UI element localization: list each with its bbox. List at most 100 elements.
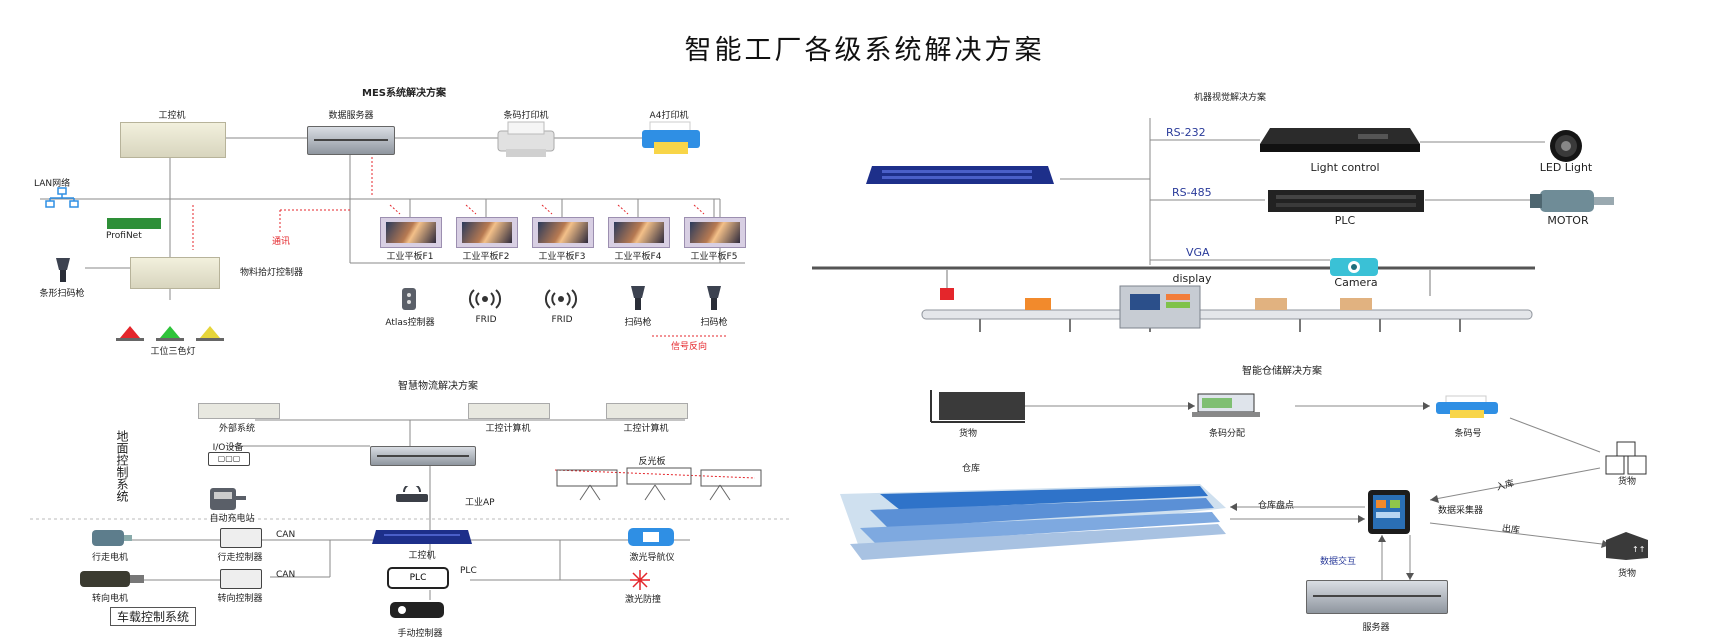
rs485-label: RS-485 (1172, 186, 1212, 199)
tablet-f3-label: 工业平板F3 (538, 252, 586, 262)
server-label: 服务器 (1362, 623, 1390, 633)
mes-a4-printer-label: A4打印机 (649, 111, 689, 121)
barcode-scanner-icon (56, 258, 70, 282)
drive-controller-icon (220, 528, 262, 548)
laser-guard-label: 激光防撞 (624, 595, 662, 605)
charging-label: 自动充电站 (209, 514, 255, 524)
tablet-f2-label: 工业平板F2 (462, 252, 510, 262)
turn-motor-label: 转向电机 (91, 594, 129, 604)
wifi-ap-icon (396, 486, 428, 502)
a4-printer-icon (642, 121, 700, 154)
signal-feedback-label: 信号反向 (670, 342, 708, 352)
can-label-2: CAN (276, 570, 296, 580)
barcode-assign-label: 条码分配 (1208, 429, 1246, 439)
vision-controller-icon (866, 166, 1054, 184)
charging-station-icon (210, 488, 246, 510)
tablet-f5-icon (684, 217, 746, 248)
tablet-f5-label: 工业平板F5 (690, 252, 738, 262)
display-label: display (1172, 272, 1212, 285)
manual-controller-icon (390, 602, 444, 618)
plc-icon (1268, 190, 1424, 212)
tablet-f2-icon (456, 217, 518, 248)
external-system-label: 外部系统 (218, 424, 256, 434)
inventory-label: 仓库盘点 (1258, 501, 1295, 511)
profinet-logo (107, 218, 161, 229)
profinet-label: ProfiNet (106, 231, 142, 241)
ipc-2-label: 工控计算机 (623, 424, 669, 434)
scanner-label-f4: 扫码枪 (624, 318, 652, 328)
laser-nav-label: 激光导航仪 (629, 553, 675, 563)
reflector-board-icon (556, 467, 762, 487)
warehouse-shelves-icon (840, 484, 1226, 560)
tablet-f4-icon (608, 217, 670, 248)
ipc-2-icon (606, 403, 688, 419)
light-control-label: Light control (1310, 161, 1380, 174)
center-server-icon (370, 446, 476, 466)
label-printer-icon (1436, 395, 1498, 418)
vision-title: 机器视觉解决方案 (1193, 93, 1267, 103)
vehicle-control-label: 车载控制系统 (110, 607, 197, 626)
collector-label: 数据采集器 (1438, 506, 1484, 516)
ipc-1-label: 工控计算机 (485, 424, 531, 434)
laser-guard-icon (630, 570, 650, 590)
vga-label: VGA (1186, 246, 1210, 259)
turn-motor-icon (80, 571, 144, 587)
ipc-1-icon (468, 403, 550, 419)
mes-data-server-label: 数据服务器 (328, 111, 374, 121)
laser-nav-icon (628, 528, 674, 546)
turn-controller-icon (220, 569, 262, 589)
atlas-label: Atlas控制器 (385, 318, 435, 328)
industrial-pc-icon (120, 122, 226, 158)
plc-label: PLC (460, 566, 477, 576)
goods-cart-icon (930, 390, 1025, 423)
logistics-title: 智慧物流解决方案 (398, 381, 478, 392)
external-system-icon (198, 403, 280, 419)
io-label: I/O设备 (212, 443, 244, 453)
exchange-label: 数据交互 (1320, 557, 1357, 567)
goods-boxes-icon (1605, 441, 1647, 475)
light-control-icon (1260, 128, 1420, 152)
barcode-printer-icon (497, 121, 555, 157)
reflector-label: 反光板 (638, 457, 666, 467)
tablet-f1-icon (380, 217, 442, 248)
motor-label: MOTOR (1547, 214, 1589, 227)
tablet-f4-label: 工业平板F4 (614, 252, 662, 262)
data-server-icon (307, 126, 395, 155)
tablet-f3-icon (532, 217, 594, 248)
atlas-controller-icon (402, 288, 416, 310)
page-title: 智能工厂各级系统解决方案 (684, 35, 1045, 66)
tri-color-light-icon (116, 326, 224, 341)
rfid-label-2: FRID (551, 315, 573, 325)
ipc-center-label: 工控机 (408, 551, 436, 561)
ground-control-label: 地面控制系统 (115, 430, 129, 502)
industrial-pc-icon (372, 530, 472, 544)
goods-out-label: 货物 (1617, 569, 1637, 579)
goods-in-label: 货物 (958, 429, 978, 439)
barcode-laptop-icon (1192, 393, 1260, 417)
rs232-label: RS-232 (1166, 126, 1206, 139)
mes-title: MES系统解决方案 (362, 88, 446, 99)
comm-label: 通讯 (272, 237, 291, 247)
warehouse-title: 智能仓储解决方案 (1242, 366, 1322, 377)
svg-text:↑↑: ↑↑ (1632, 545, 1645, 554)
barcode-tag-label: 条码号 (1454, 429, 1482, 439)
led-light-icon (1550, 130, 1582, 162)
server-icon (1306, 580, 1448, 614)
barcode-scanner-icon (631, 286, 645, 310)
can-label-1: CAN (276, 530, 296, 540)
rfid-icon (544, 289, 578, 309)
goods-box-label: 货物 (1617, 477, 1637, 487)
drive-motor-label: 行走电机 (91, 553, 129, 563)
conveyor-line (921, 270, 1533, 332)
ap-label: 工业AP (465, 498, 495, 508)
goods-out-box-icon: ↑↑ (1606, 532, 1648, 560)
led-light-label: LED Light (1539, 161, 1593, 174)
io-device-icon: ▢▢▢ (208, 452, 250, 466)
rfid-icon (468, 289, 502, 309)
data-collector-icon (1368, 490, 1410, 534)
plc-label: PLC (1334, 214, 1356, 227)
tablet-f1-label: 工业平板F1 (386, 252, 434, 262)
turn-ctrl-label: 转向控制器 (217, 594, 263, 604)
drive-ctrl-label: 行走控制器 (217, 553, 263, 563)
